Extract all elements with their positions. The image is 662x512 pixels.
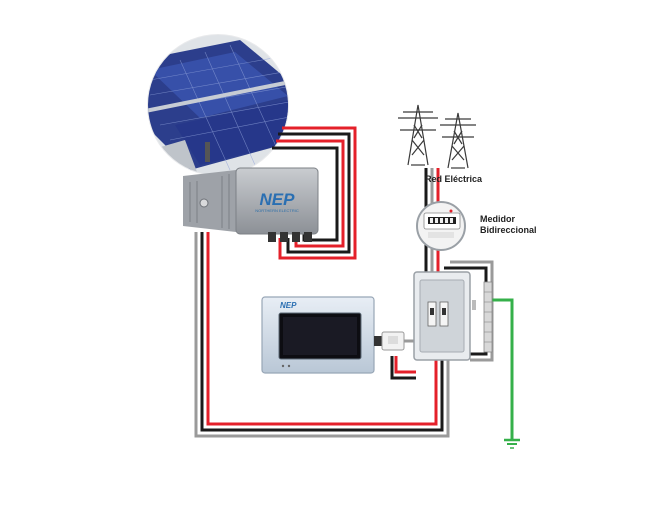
monitoring-display: NEP bbox=[262, 297, 374, 373]
microinverter: NEP NORTHERN ELECTRIC bbox=[183, 168, 318, 242]
solar-panel-image bbox=[140, 30, 300, 180]
ground-wire bbox=[492, 300, 520, 448]
meter-label-line1: Medidor bbox=[480, 214, 515, 224]
meter-label-line2: Bidireccional bbox=[480, 225, 537, 235]
inverter-brand-text: NEP bbox=[260, 190, 296, 209]
transmission-tower-icon bbox=[398, 105, 476, 168]
bidirectional-meter bbox=[417, 202, 465, 250]
terminal-strip bbox=[484, 282, 492, 352]
distribution-box bbox=[414, 272, 476, 360]
connector-plug bbox=[374, 332, 404, 350]
inverter-subtitle-text: NORTHERN ELECTRIC bbox=[255, 208, 299, 213]
grid-label: Red Eléctrica bbox=[425, 174, 483, 184]
monitor-brand-text: NEP bbox=[280, 301, 297, 310]
